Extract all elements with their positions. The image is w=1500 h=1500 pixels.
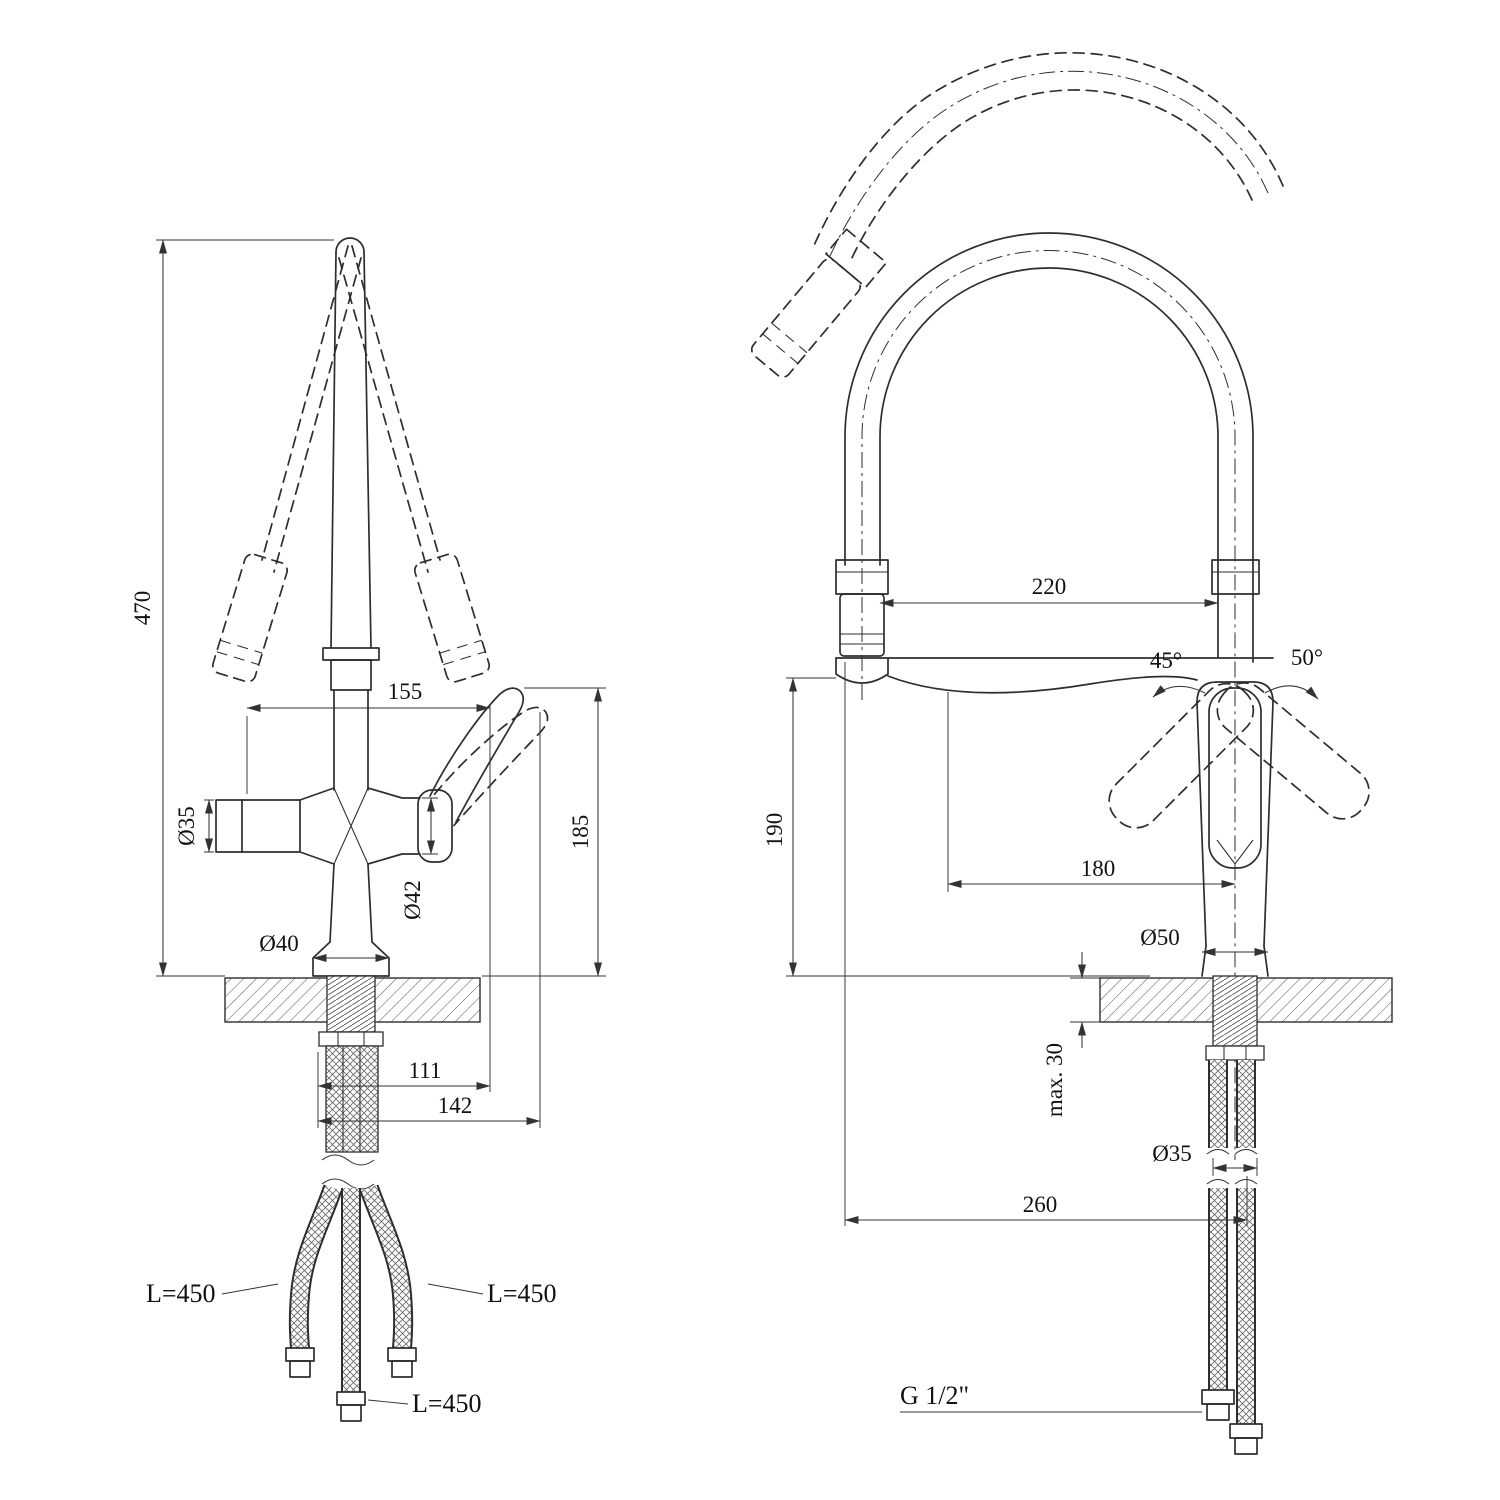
dim-d40-label: Ø40	[259, 931, 299, 956]
threaded-shank	[326, 975, 376, 1033]
handle-solid	[1208, 687, 1262, 869]
dim-470-label: 470	[130, 591, 155, 626]
side-view-dimensions: 470 155 Ø35 Ø42 Ø40 185 111 142	[130, 239, 606, 1418]
spray-dock-cup	[835, 657, 889, 684]
front-view: 45° 50°	[750, 52, 1393, 1455]
dim-142-label: 142	[438, 1093, 473, 1118]
front-view-dimensions: 220 190 180 Ø50 max. 30 Ø35 260	[762, 574, 1269, 1413]
dim-thread-label: G 1/2"	[900, 1381, 969, 1410]
spout-column	[330, 251, 372, 649]
spray-head-right-dashed	[413, 553, 491, 683]
dim-d42-label: Ø42	[400, 880, 425, 920]
dim-190-label: 190	[762, 813, 787, 848]
deck-underside	[887, 675, 1198, 694]
hose-connector-collar	[1211, 559, 1260, 595]
front-view-centerlines	[829, 70, 1269, 1160]
handle-chevron	[1216, 839, 1254, 865]
alt-hose-outer	[811, 52, 1284, 251]
side-view-spray-head-positions	[211, 245, 491, 683]
dim-d35-side-label: Ø35	[174, 806, 199, 846]
dim-260-label: 260	[1023, 1192, 1058, 1217]
dim-185-label: 185	[568, 815, 593, 850]
front-view-body	[835, 657, 1274, 977]
hose-bundle	[325, 1045, 379, 1153]
mounting-nut-front	[1205, 1045, 1265, 1061]
aerator-window	[330, 659, 372, 691]
base-flange	[312, 941, 390, 977]
side-view-spout	[322, 237, 380, 791]
body-cross-lines	[333, 787, 369, 865]
alt-spray-head-dashed	[750, 228, 888, 378]
dim-111-label: 111	[409, 1058, 442, 1083]
front-view-countertop	[1099, 975, 1393, 1061]
front-hose-break	[1206, 1148, 1258, 1185]
mounting-nut	[318, 1031, 384, 1047]
hose-right	[361, 1185, 412, 1349]
front-view-supply-hoses	[1201, 1060, 1263, 1455]
hose-break	[321, 1154, 375, 1190]
dim-max30-label: max. 30	[1042, 1043, 1067, 1117]
spray-head-left-dashed	[211, 553, 289, 683]
side-view-lever-handle	[429, 687, 549, 827]
left-valve-cap	[215, 799, 243, 853]
dim-45deg-label: 45°	[1150, 648, 1182, 673]
side-view-countertop	[224, 975, 481, 1047]
front-view-alt-hose-position	[750, 52, 1284, 378]
spout-centerline	[861, 250, 1236, 1160]
dim-180-label: 180	[1081, 856, 1116, 881]
dim-d35-front-label: Ø35	[1152, 1141, 1192, 1166]
cartridge-cap	[417, 789, 453, 863]
body-sides	[1196, 701, 1274, 947]
side-view-supply-hoses	[285, 1045, 417, 1422]
front-view-handle: 45° 50°	[1108, 645, 1370, 869]
dim-50deg-label: 50°	[1291, 645, 1323, 670]
front-view-gooseneck	[835, 232, 1260, 663]
hose-left	[290, 1185, 341, 1349]
alt-hose-inner	[849, 89, 1253, 263]
handle-dashed-45	[1108, 682, 1255, 829]
spout-flange	[322, 647, 380, 661]
dim-220-label: 220	[1032, 574, 1067, 599]
alt-spout-right	[338, 245, 441, 573]
dim-155-label: 155	[388, 679, 423, 704]
handle-dashed-50	[1216, 682, 1370, 820]
spray-head	[839, 593, 885, 657]
hose-length-left-label: L=450	[146, 1279, 216, 1308]
side-view: 470 155 Ø35 Ø42 Ø40 185 111 142	[130, 237, 606, 1422]
dim-d50-label: Ø50	[1140, 925, 1180, 950]
alt-hose-centerline	[829, 70, 1269, 257]
spout-lower-column	[333, 689, 369, 791]
arch-inner	[879, 267, 1219, 659]
threaded-shank-front	[1212, 975, 1258, 1047]
alt-spout-left	[261, 245, 362, 573]
right-valve-body	[367, 787, 421, 865]
hose-length-center-label: L=450	[412, 1389, 482, 1418]
spout-top-cap	[335, 237, 365, 253]
arch-outer	[844, 232, 1254, 663]
left-valve-body	[241, 787, 335, 865]
front-hose-fittings	[1201, 1389, 1263, 1455]
body-cap	[1196, 681, 1274, 703]
hose-fittings	[285, 1347, 417, 1422]
hose-length-right-label: L=450	[487, 1279, 557, 1308]
base-column	[329, 863, 373, 943]
lever-solid	[429, 687, 525, 823]
